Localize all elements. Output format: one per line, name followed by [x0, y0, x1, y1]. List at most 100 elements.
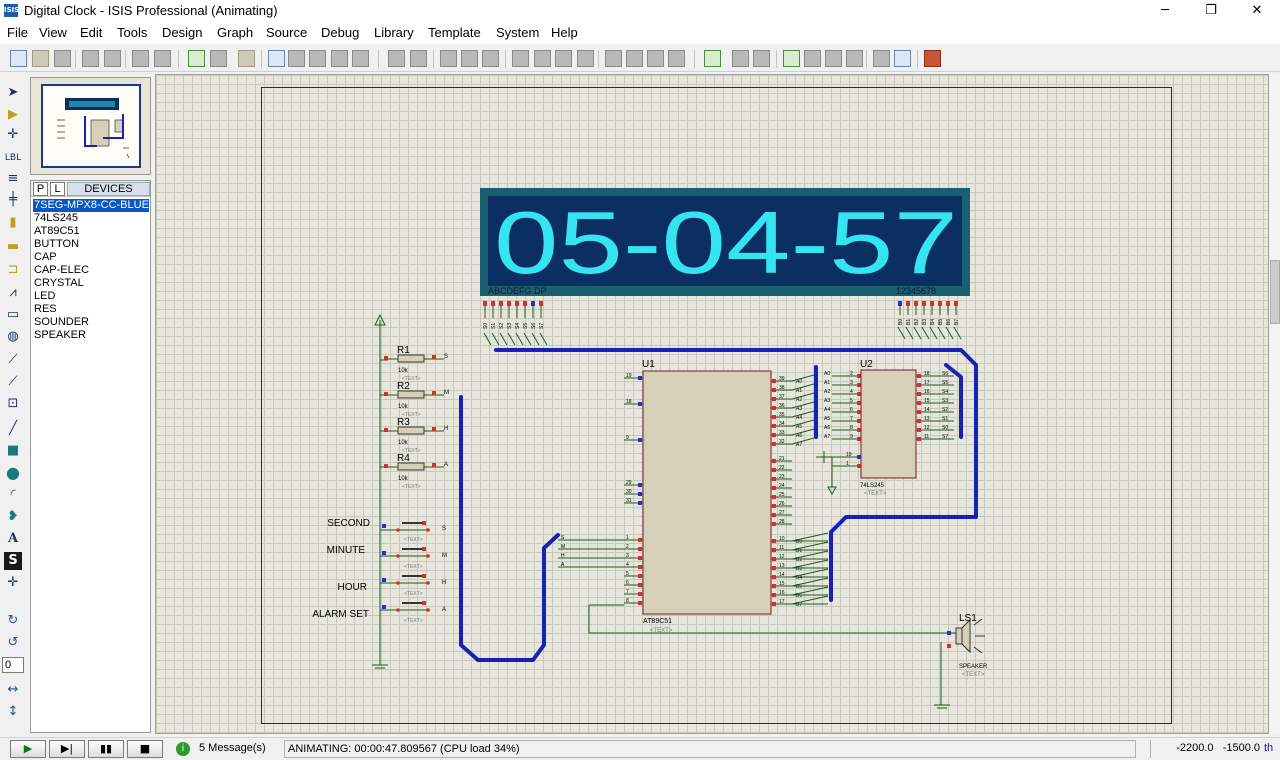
grid-icon[interactable] [210, 50, 227, 67]
box-2d-icon[interactable]: ■ [6, 443, 20, 458]
rotate-clockwise-icon[interactable]: ↻ [7, 613, 19, 628]
origin-icon[interactable] [238, 50, 255, 67]
property-tool-icon[interactable] [753, 50, 770, 67]
zoom-all-icon[interactable] [331, 50, 348, 67]
block-copy-icon[interactable] [512, 50, 529, 67]
undo-icon[interactable] [388, 50, 405, 67]
remove-sheet-icon[interactable] [804, 50, 821, 67]
device-item-74ls245[interactable]: 74LS245 [34, 212, 79, 224]
play-button[interactable]: ▶ [10, 740, 46, 758]
make-device-icon[interactable] [626, 50, 643, 67]
button-second[interactable]: SECOND <TEXT> S [327, 518, 446, 543]
pause-button[interactable]: ▮▮ [88, 740, 124, 758]
new-sheet-icon[interactable] [783, 50, 800, 67]
u1-microcontroller[interactable]: U1 AT89C51 <TEXT> [642, 359, 772, 634]
block-delete-icon[interactable] [577, 50, 594, 67]
menu-view[interactable]: View [39, 25, 67, 40]
schematic-canvas[interactable]: S0S1S2S3S4S5S6S7B0B1B2B3B4B5B6B719XTAL11… [155, 74, 1269, 734]
tape-recorder-icon[interactable]: ▭ [6, 307, 20, 322]
menu-edit[interactable]: Edit [80, 25, 103, 40]
text-script-icon[interactable]: ≡ [7, 171, 19, 186]
resistor-r1[interactable]: R1 10k <TEXT> S [384, 345, 448, 382]
messages-count[interactable]: 5 Message(s) [199, 742, 266, 754]
open-file-icon[interactable] [32, 50, 49, 67]
arc-2d-icon[interactable]: ◜ [10, 487, 16, 502]
generator-icon[interactable]: ◍ [7, 329, 19, 344]
current-probe-icon[interactable]: ⟋ [8, 374, 18, 389]
device-item-at89c51[interactable]: AT89C51 [34, 225, 80, 237]
messages-icon[interactable]: i [176, 742, 190, 756]
export-section-icon[interactable] [104, 50, 121, 67]
button-minute[interactable]: MINUTE <TEXT> M [327, 545, 447, 570]
device-item-cap[interactable]: CAP [34, 251, 57, 263]
redo-icon[interactable] [410, 50, 427, 67]
virtual-instruments-icon[interactable]: ⊡ [7, 396, 19, 411]
subcircuit-icon[interactable]: ▮ [9, 215, 17, 230]
redraw-icon[interactable] [188, 50, 205, 67]
seven-segment-display[interactable]: ABCDEFG DP 12345678 05-04-57 [480, 188, 970, 296]
device-pins-icon[interactable]: ⊐ [7, 262, 19, 277]
overview-window[interactable] [30, 77, 151, 175]
junction-dot-icon[interactable]: ✛ [7, 127, 19, 142]
menu-file[interactable]: File [7, 25, 28, 40]
voltage-probe-icon[interactable]: ⟋ [8, 352, 18, 367]
pick-devices-button[interactable]: P [33, 182, 48, 196]
zoom-out-icon[interactable] [309, 50, 326, 67]
decompose-icon[interactable] [668, 50, 685, 67]
stop-button[interactable]: ■ [127, 740, 163, 758]
button-hour[interactable]: HOUR <TEXT> H [338, 574, 447, 597]
device-item-7seg[interactable]: 7SEG-MPX8-CC-BLUE [33, 199, 149, 212]
vertical-scroll-thumb[interactable] [1270, 260, 1280, 324]
paste-icon[interactable] [482, 50, 499, 67]
selection-mode-icon[interactable]: ➤ [7, 85, 19, 100]
line-2d-icon[interactable]: ╱ [9, 421, 17, 436]
menu-tools[interactable]: Tools [117, 25, 148, 40]
pick-device-icon[interactable] [605, 50, 622, 67]
terminals-icon[interactable]: ▬ [6, 239, 20, 254]
electrical-rule-check-icon[interactable] [873, 50, 890, 67]
exit-to-parent-icon[interactable] [825, 50, 842, 67]
resistor-r2[interactable]: R2 10k <TEXT> M [384, 381, 449, 418]
wire-autorouter-icon[interactable] [704, 50, 721, 67]
bus-icon[interactable]: ╪ [9, 192, 17, 207]
vertical-scrollbar[interactable] [1269, 74, 1280, 734]
print-area-icon[interactable] [154, 50, 171, 67]
u2-buffer[interactable]: U2 74LS245 <TEXT> [860, 359, 917, 497]
menu-graph[interactable]: Graph [217, 25, 254, 40]
import-section-icon[interactable] [82, 50, 99, 67]
resistor-r3[interactable]: R3 10k <TEXT> H [384, 417, 448, 454]
maximize-button[interactable]: ❐ [1205, 3, 1217, 18]
device-item-crystal[interactable]: CRYSTAL [34, 277, 84, 289]
graph-mode-icon[interactable]: ⩘ [9, 285, 17, 300]
button-alarm-set[interactable]: ALARM SET <TEXT> A [312, 601, 446, 624]
bill-of-materials-icon[interactable] [846, 50, 863, 67]
device-item-cap-elec[interactable]: CAP-ELEC [34, 264, 90, 276]
device-item-button[interactable]: BUTTON [34, 238, 80, 250]
minimize-button[interactable]: ─ [1161, 3, 1169, 18]
device-item-speaker[interactable]: SPEAKER [34, 329, 86, 341]
print-icon[interactable] [132, 50, 149, 67]
mirror-x-icon[interactable]: ↔ [7, 682, 19, 697]
pan-icon[interactable] [268, 50, 285, 67]
search-tag-icon[interactable] [732, 50, 749, 67]
ares-icon[interactable] [924, 50, 941, 67]
zoom-in-icon[interactable] [288, 50, 305, 67]
menu-source[interactable]: Source [266, 25, 308, 40]
resistor-r4[interactable]: R4 10k <TEXT> A [384, 453, 448, 490]
menu-template[interactable]: Template [428, 25, 481, 40]
netlist-icon[interactable] [894, 50, 911, 67]
circle-2d-icon[interactable]: ● [6, 463, 20, 482]
menu-library[interactable]: Library [374, 25, 414, 40]
menu-system[interactable]: System [496, 25, 540, 40]
menu-design[interactable]: Design [162, 25, 203, 40]
block-move-icon[interactable] [534, 50, 551, 67]
menu-help[interactable]: Help [551, 25, 578, 40]
device-item-led[interactable]: LED [34, 290, 56, 302]
new-file-icon[interactable] [10, 50, 27, 67]
device-item-res[interactable]: RES [34, 303, 57, 315]
block-rotate-icon[interactable] [555, 50, 572, 67]
symbol-2d-icon[interactable]: S [4, 552, 22, 570]
save-file-icon[interactable] [54, 50, 71, 67]
wire-label-icon[interactable]: LBL [4, 153, 22, 163]
path-2d-icon[interactable]: ❥ [7, 509, 19, 524]
